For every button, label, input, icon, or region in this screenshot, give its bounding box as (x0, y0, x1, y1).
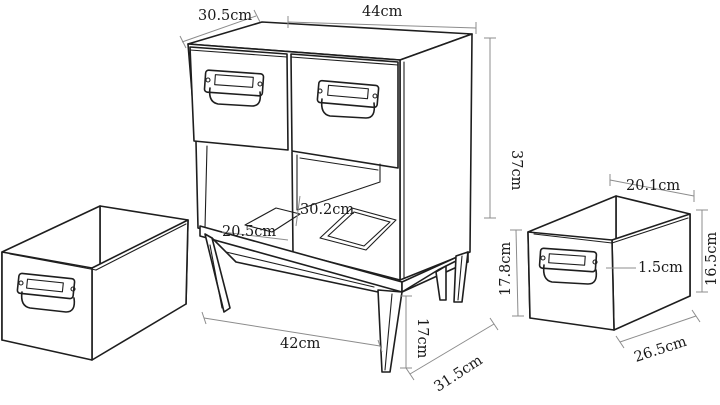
label-cabinet-height: 37cm (508, 150, 524, 191)
floor-opening-right (319, 207, 397, 251)
dimension-labels: 30.5cm 44cm 37cm 20.5cm 30.2cm 42cm 17cm… (198, 4, 720, 395)
leg-back-middle (435, 265, 447, 301)
cabinet-right-side (399, 33, 473, 281)
label-drawer-wall: 1.5cm (638, 260, 683, 276)
floor-opening-right-inner (327, 211, 391, 247)
compartment-back-lines (296, 154, 381, 211)
label-base-width: 42cm (280, 336, 321, 352)
leg-front-left (204, 233, 231, 313)
left-drawer (1, 205, 189, 361)
compartment-inner (299, 157, 379, 171)
compartment-divider (291, 151, 294, 255)
label-drawer-width: 20.1cm (626, 178, 680, 194)
leg-line (457, 255, 463, 301)
leg-line (384, 293, 393, 371)
right-drawer-handle (538, 247, 598, 285)
drawer-rim (611, 217, 689, 244)
drawer-rim (533, 233, 613, 244)
floor-opening-left (244, 207, 301, 233)
label-leg-height: 17cm (414, 318, 430, 359)
cabinet (187, 21, 473, 281)
label-drawer-front-height: 17.8cm (498, 242, 514, 296)
cabinet-base (199, 225, 469, 373)
right-drawer (527, 195, 691, 331)
upper-drawer-left-front (189, 46, 289, 151)
label-base-depth: 31.5cm (431, 352, 485, 395)
handle-upper-left (203, 69, 265, 107)
drawer-rim (9, 253, 97, 271)
left-drawer-handle (16, 272, 76, 313)
apron-edge (225, 251, 375, 288)
compartment-back-left (204, 145, 208, 229)
label-compartment-depth: 30.2cm (300, 202, 354, 218)
handle-upper-right (316, 79, 380, 119)
leg-line (209, 244, 223, 309)
leg-back-right (453, 251, 469, 303)
drawer-rim (95, 223, 187, 271)
label-compartment-width: 20.5cm (222, 224, 276, 240)
drawer-edge (290, 56, 399, 66)
label-cabinet-depth-top: 30.5cm (198, 8, 252, 24)
label-cabinet-width-top: 44cm (362, 4, 403, 20)
upper-drawer-right-front (290, 53, 399, 169)
right-drawer-front (527, 231, 615, 331)
left-drawer-front (1, 251, 93, 361)
leg-front-right (377, 289, 403, 373)
dimension-lines (179, 9, 708, 381)
drawer-edge (189, 49, 288, 58)
label-drawer-depth: 26.5cm (632, 334, 689, 366)
label-drawer-height: 16.5cm (704, 232, 720, 286)
